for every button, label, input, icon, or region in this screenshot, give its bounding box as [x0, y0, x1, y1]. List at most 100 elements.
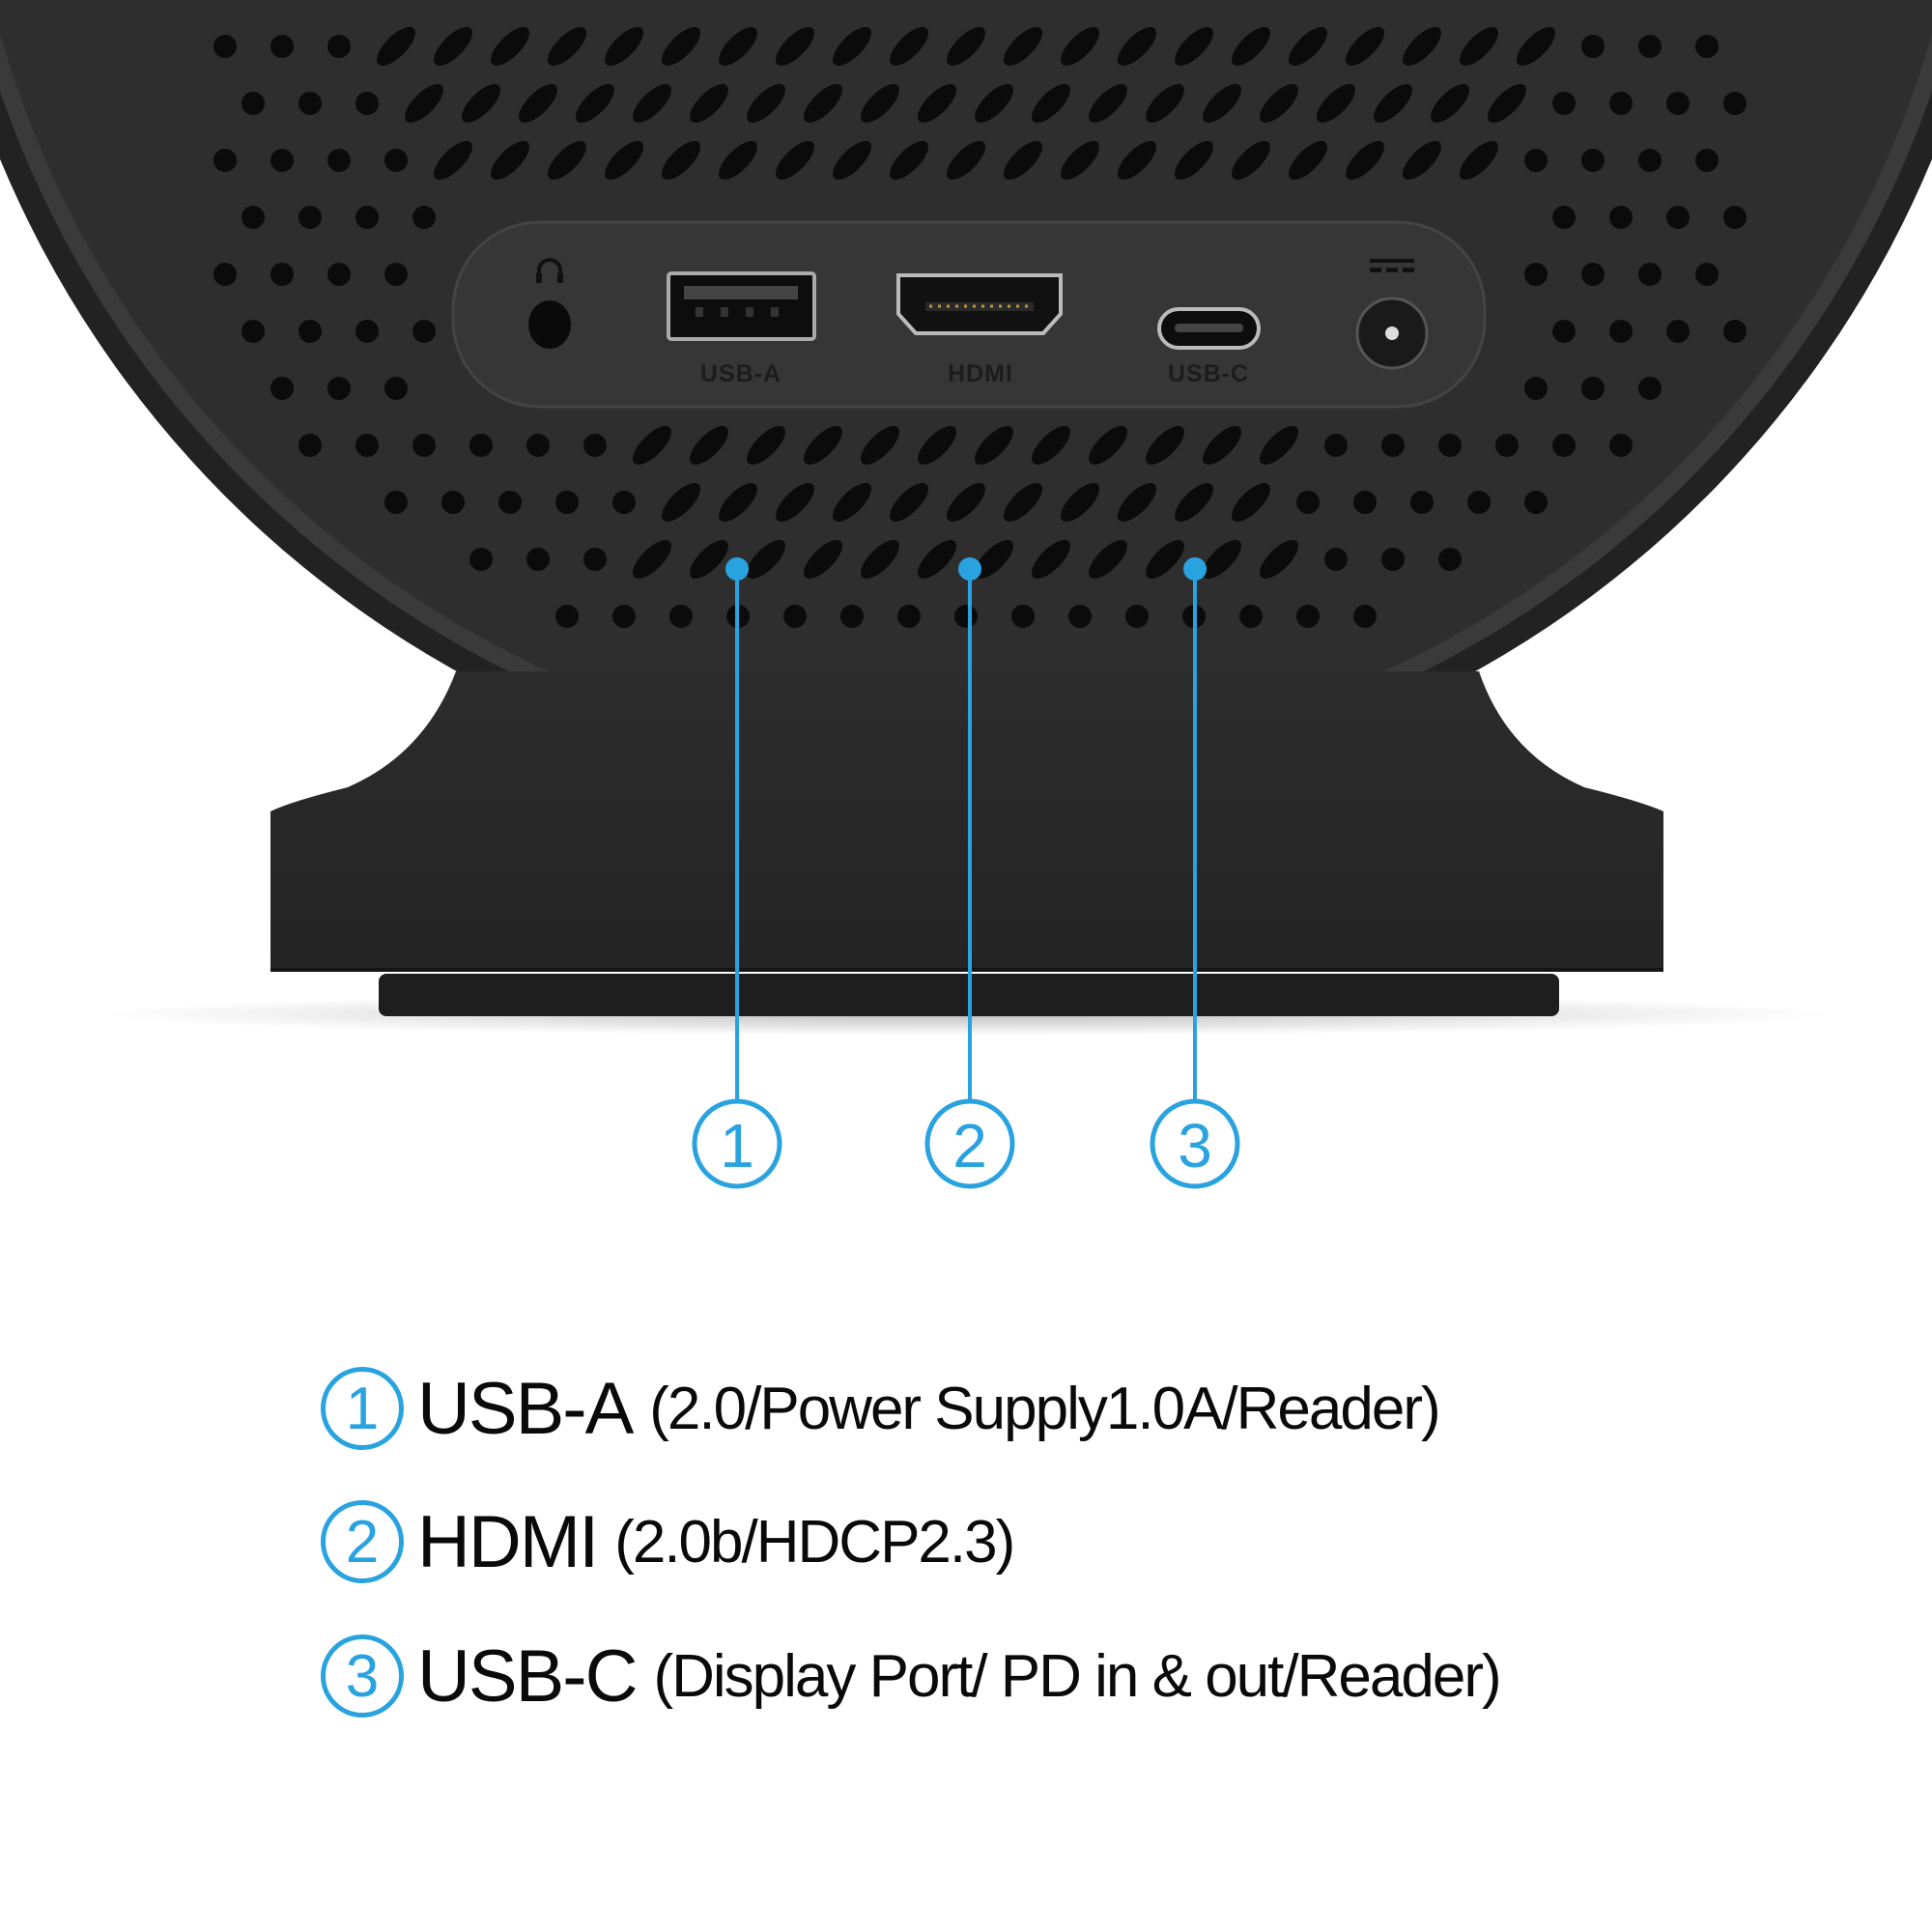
vent-hole	[840, 605, 864, 628]
vent-hole	[861, 540, 899, 579]
vent-hole	[1581, 35, 1605, 58]
vent-hole	[412, 434, 436, 457]
vent-hole	[1203, 540, 1241, 579]
vent-hole	[384, 377, 408, 400]
vent-hole	[1004, 483, 1042, 522]
vent-hole	[1353, 491, 1377, 514]
legend-number-badge: 2	[321, 1500, 404, 1583]
callout-badge	[692, 1098, 782, 1189]
hdmi-port[interactable]	[896, 273, 1063, 335]
vent-hole	[947, 141, 985, 180]
legend-item-hdmi: 2 HDMI (2.0b/HDCP2.3)	[321, 1493, 1015, 1590]
vent-hole	[612, 605, 636, 628]
usb-a-port[interactable]	[667, 271, 816, 341]
vent-hole	[1438, 548, 1462, 571]
vent-hole	[441, 491, 465, 514]
vent-hole	[804, 540, 842, 579]
vent-grille	[213, 27, 1747, 628]
vent-hole	[633, 84, 671, 123]
vent-hole	[1609, 320, 1633, 343]
callout-number: 3	[1178, 1111, 1212, 1180]
vent-hole	[918, 426, 956, 465]
vent-hole	[298, 206, 322, 229]
vent-hole	[1260, 540, 1298, 579]
vent-hole	[1118, 141, 1156, 180]
hdmi-label: HDMI	[948, 360, 1013, 387]
vent-hole	[747, 540, 785, 579]
vent-hole	[1460, 141, 1498, 180]
headphone-jack[interactable]	[528, 300, 571, 349]
vent-hole	[384, 263, 408, 286]
vent-hole	[1061, 141, 1099, 180]
dc-power-jack[interactable]	[1355, 297, 1429, 370]
vent-hole	[1289, 27, 1327, 66]
vent-hole	[1431, 84, 1469, 123]
vent-hole	[434, 141, 472, 180]
vent-hole	[1032, 426, 1070, 465]
vent-hole	[1723, 320, 1747, 343]
vent-hole	[1032, 540, 1070, 579]
usb-c-port[interactable]	[1157, 307, 1261, 350]
vent-hole	[1324, 434, 1348, 457]
vent-hole	[1524, 263, 1548, 286]
vent-hole	[1695, 263, 1719, 286]
vent-hole	[1175, 141, 1213, 180]
vent-hole	[1695, 35, 1719, 58]
vent-hole	[1410, 491, 1434, 514]
vent-hole	[1638, 377, 1662, 400]
vent-hole	[270, 263, 294, 286]
vent-hole	[1260, 84, 1298, 123]
vent-hole	[555, 491, 579, 514]
vent-hole	[833, 141, 871, 180]
legend-port-name: HDMI	[417, 1500, 599, 1583]
callout-3: 3	[1150, 557, 1240, 1189]
vent-hole	[491, 27, 529, 66]
vent-hole	[776, 141, 814, 180]
vent-hole	[719, 141, 757, 180]
vent-hole	[747, 426, 785, 465]
vent-hole	[833, 483, 871, 522]
vent-hole	[384, 491, 408, 514]
vent-hole	[462, 84, 500, 123]
vent-hole	[498, 491, 522, 514]
vent-hole	[412, 320, 436, 343]
vent-hole	[384, 149, 408, 172]
vent-hole	[1524, 149, 1548, 172]
callout-number: 2	[952, 1111, 987, 1180]
callout-2: 2	[924, 557, 1015, 1189]
vent-hole	[298, 92, 322, 115]
vent-hole	[1289, 141, 1327, 180]
vent-hole	[1203, 426, 1241, 465]
vent-hole	[804, 84, 842, 123]
vent-hole	[1581, 149, 1605, 172]
vent-hole	[833, 27, 871, 66]
vent-hole	[1004, 141, 1042, 180]
stand	[270, 671, 1663, 1016]
vent-hole	[327, 35, 351, 58]
vent-hole	[747, 84, 785, 123]
vent-hole	[298, 320, 322, 343]
legend-item-usb-c: 3 USB-C (Display Port/ PD in & out/Reade…	[321, 1628, 1502, 1724]
legend-number-badge: 1	[321, 1367, 404, 1450]
vent-hole	[1232, 141, 1270, 180]
vent-hole	[1011, 605, 1035, 628]
legend-port-detail: (Display Port/ PD in & out/Reader)	[653, 1642, 1501, 1710]
vent-hole	[954, 605, 978, 628]
vent-hole	[1666, 206, 1690, 229]
vent-hole	[1666, 320, 1690, 343]
vent-hole	[1260, 426, 1298, 465]
vent-hole	[1068, 605, 1092, 628]
vent-hole	[1061, 483, 1099, 522]
vent-hole	[662, 27, 700, 66]
vent-hole	[1346, 141, 1384, 180]
vent-hole	[270, 149, 294, 172]
vent-hole	[405, 84, 443, 123]
vent-hole	[270, 377, 294, 400]
vent-hole	[1296, 491, 1320, 514]
vent-hole	[1118, 483, 1156, 522]
vent-hole	[526, 434, 550, 457]
vent-hole	[1524, 377, 1548, 400]
vent-hole	[776, 27, 814, 66]
vent-hole	[469, 548, 493, 571]
vent-hole	[1723, 92, 1747, 115]
